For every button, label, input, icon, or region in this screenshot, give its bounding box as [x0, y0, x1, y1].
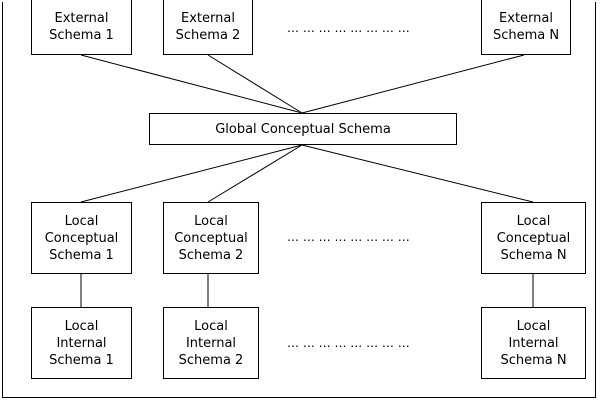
local-internal-schema-n-box: Local Internal Schema N — [481, 307, 586, 379]
connector-ext1-global — [80, 54, 303, 114]
local-internal-schema-1-box: Local Internal Schema 1 — [31, 307, 132, 379]
local-conceptual-schema-2-box: Local Conceptual Schema 2 — [163, 202, 259, 274]
connector-extN-global — [301, 54, 525, 114]
connector-global-lc1 — [80, 144, 303, 203]
ellipsis-internal-row: … … … … … … … … — [287, 336, 410, 350]
global-conceptual-schema-box: Global Conceptual Schema — [149, 113, 457, 145]
diagram-frame — [2, 2, 596, 398]
local-conceptual-schema-n-box: Local Conceptual Schema N — [481, 202, 586, 274]
connector-global-lcN — [301, 144, 534, 203]
connector-global-lc2 — [207, 144, 303, 203]
external-schema-n-box: External Schema N — [481, 0, 571, 55]
connector-ext2-global — [207, 54, 303, 114]
ellipsis-external-row: … … … … … … … … — [287, 21, 410, 35]
ellipsis-conceptual-row: … … … … … … … … — [287, 230, 410, 244]
external-schema-2-box: External Schema 2 — [163, 0, 253, 55]
local-conceptual-schema-1-box: Local Conceptual Schema 1 — [31, 202, 132, 274]
local-internal-schema-2-box: Local Internal Schema 2 — [163, 307, 259, 379]
external-schema-1-box: External Schema 1 — [31, 0, 132, 55]
